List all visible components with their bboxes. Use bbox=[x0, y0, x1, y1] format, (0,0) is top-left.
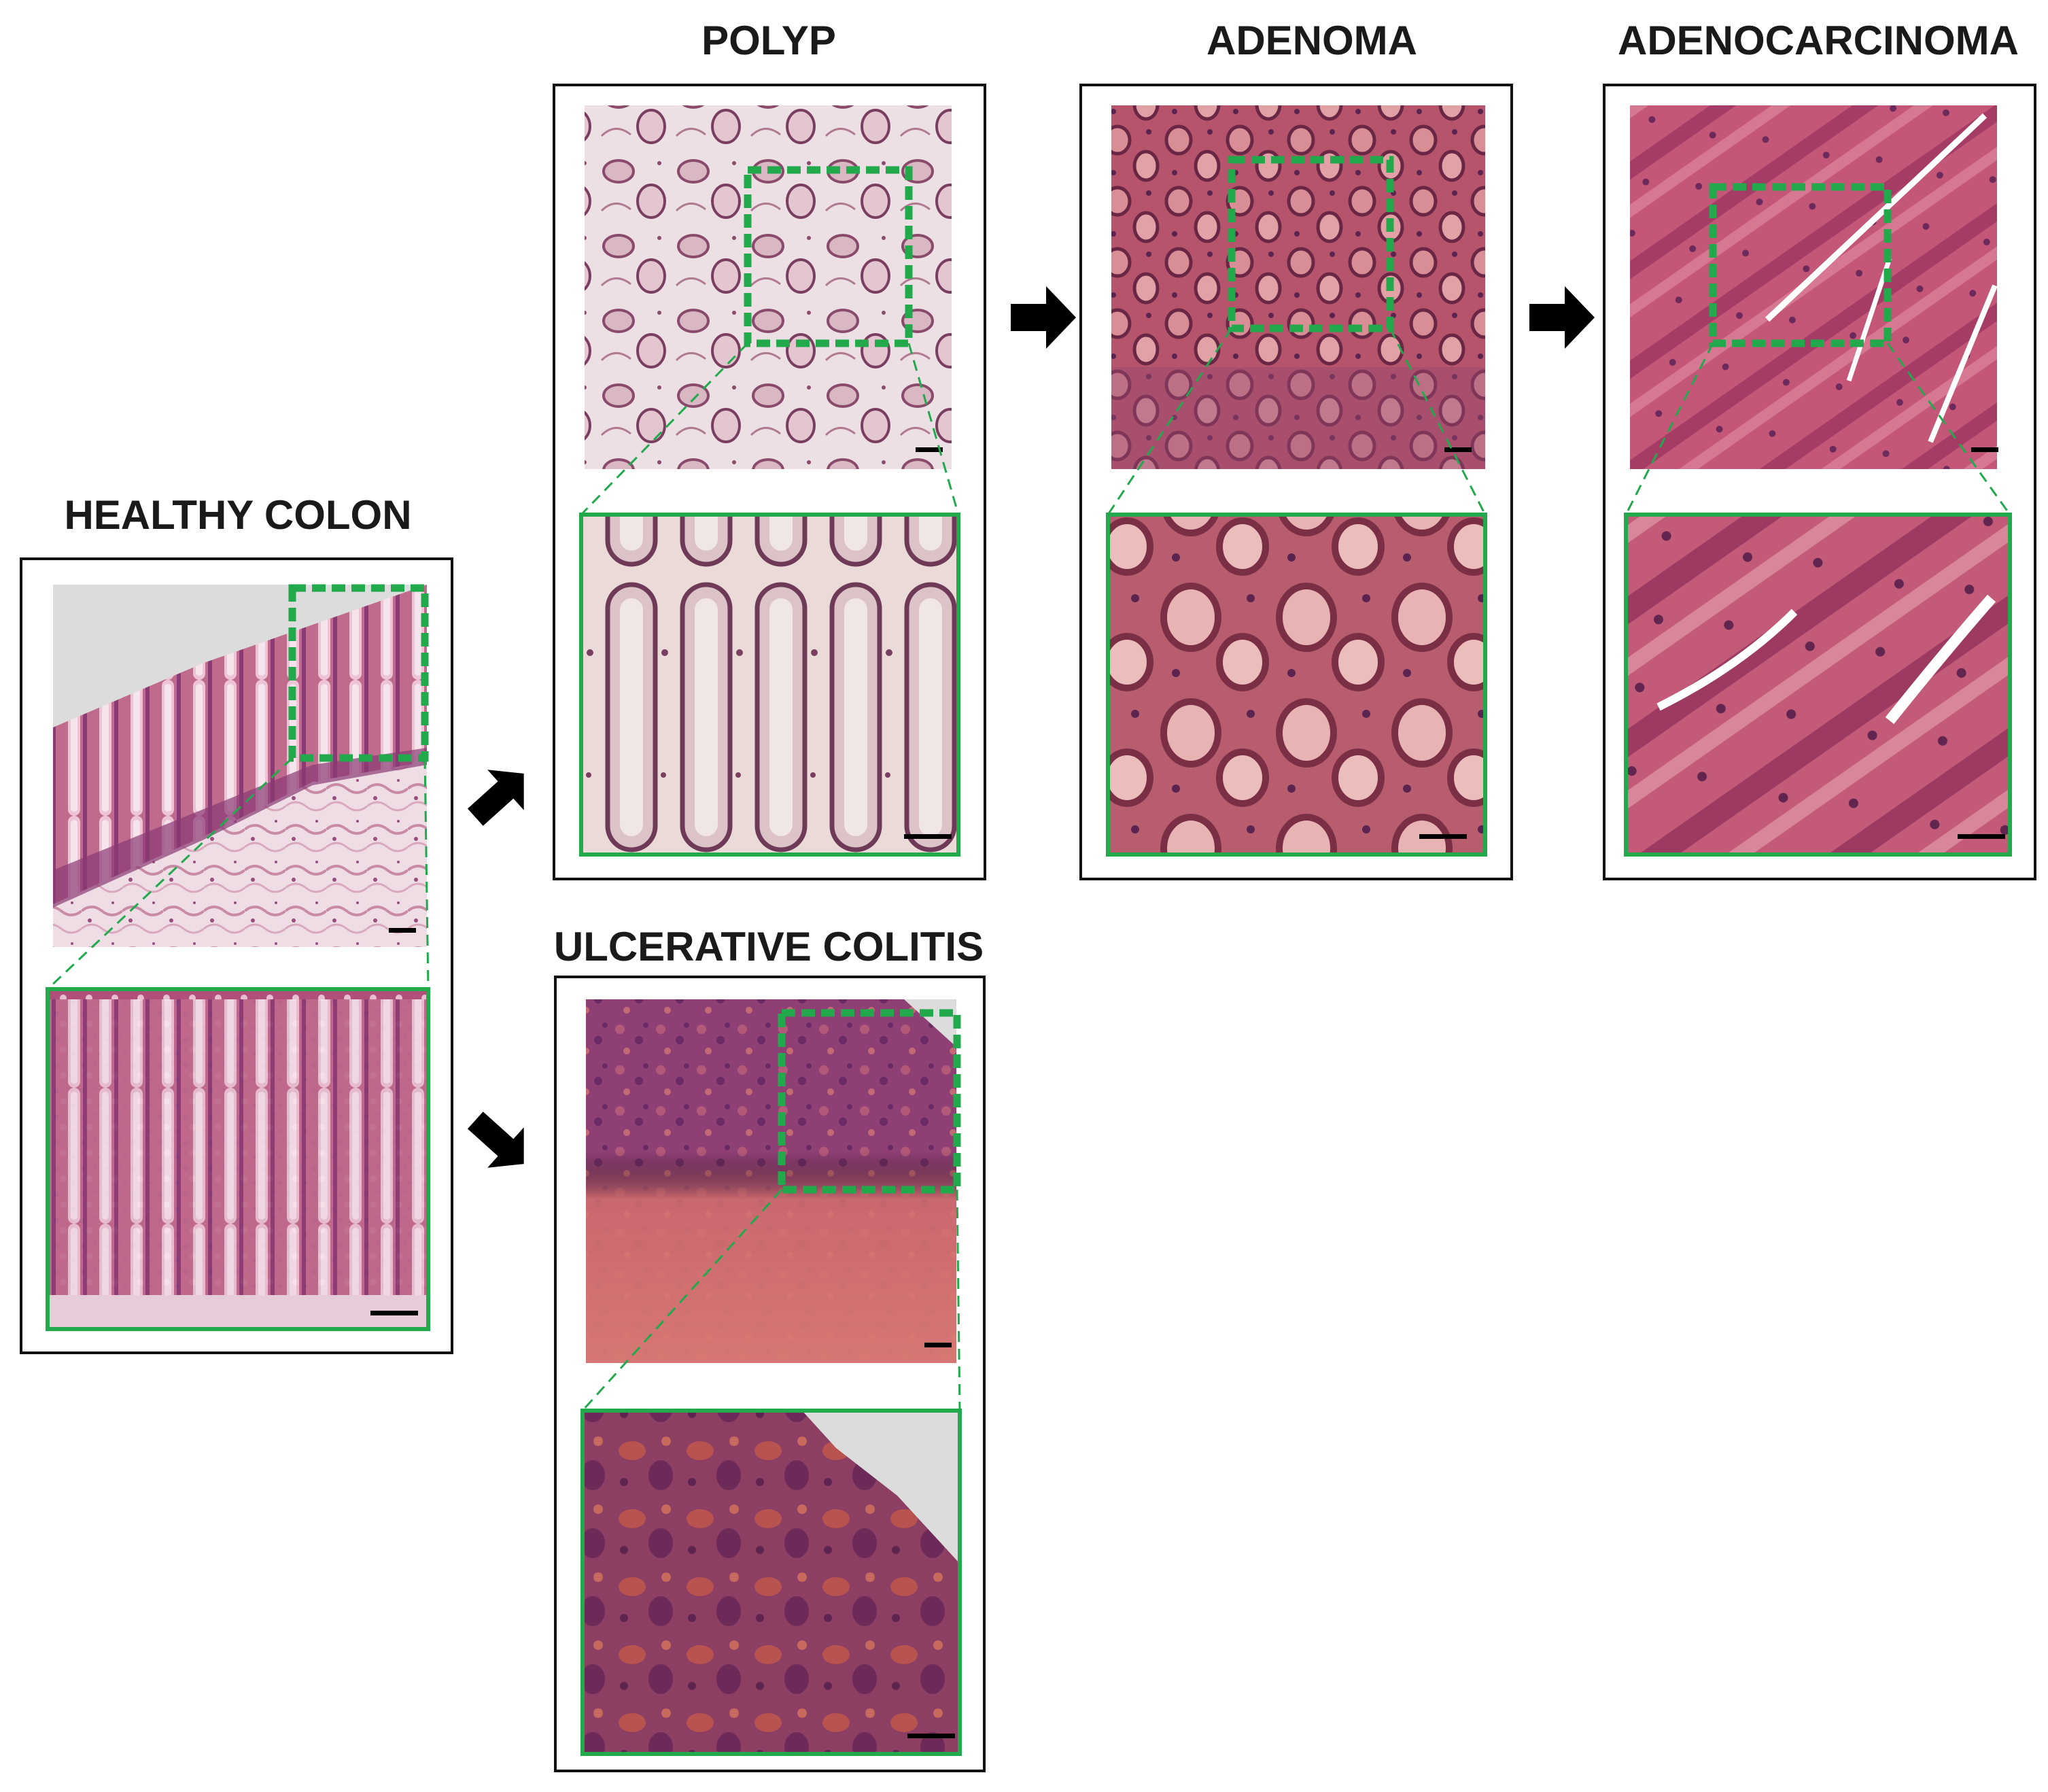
zoom-connector-left bbox=[1107, 328, 1233, 515]
stage-label-polyp: POLYP bbox=[701, 18, 836, 63]
micrograph-zoom bbox=[1626, 515, 2010, 855]
scale-bar bbox=[1971, 447, 1998, 452]
zoom-connector-right bbox=[423, 757, 430, 990]
micrograph-overview bbox=[586, 999, 956, 1363]
scale-bar bbox=[924, 1343, 952, 1347]
scale-bar bbox=[904, 834, 952, 839]
panel-healthy-colon: HEALTHY COLON bbox=[20, 492, 453, 1354]
zoom-connector-right bbox=[956, 1189, 961, 1411]
scale-bar bbox=[1419, 834, 1467, 839]
scale-bar bbox=[389, 928, 416, 933]
panel-polyp: POLYP bbox=[553, 18, 986, 880]
zoom-region-box bbox=[1228, 156, 1394, 332]
stage-label-healthy-colon: HEALTHY COLON bbox=[64, 492, 411, 538]
zoom-frame bbox=[1624, 513, 2012, 857]
micrograph-zoom bbox=[1108, 515, 1485, 855]
micrograph-overview bbox=[1111, 105, 1485, 469]
scale-bar bbox=[916, 447, 943, 452]
zoom-region-box bbox=[288, 584, 429, 762]
zoom-connector-left bbox=[580, 342, 749, 516]
scale-bar bbox=[370, 1311, 418, 1315]
stage-label-adenocarcinoma: ADENOCARCINOMA bbox=[1618, 18, 2019, 63]
arrow-adenoma-to-adenocarcinoma bbox=[1529, 286, 1595, 349]
stage-label-ulcerative-colitis: ULCERATIVE COLITIS bbox=[554, 924, 984, 969]
panel-ulcerative-colitis: ULCERATIVE COLITIS bbox=[554, 924, 986, 1772]
zoom-frame bbox=[46, 987, 430, 1331]
scale-bar bbox=[1958, 834, 2005, 839]
micrograph-overview bbox=[53, 585, 427, 947]
arrow-healthy-to-colitis bbox=[467, 1112, 524, 1168]
stage-label-adenoma: ADENOMA bbox=[1207, 18, 1417, 63]
zoom-connector-right bbox=[907, 343, 960, 515]
micrograph-overview bbox=[585, 105, 952, 469]
arrow-healthy-to-polyp bbox=[467, 770, 524, 826]
micrograph-zoom bbox=[581, 515, 958, 855]
zoom-region-box bbox=[1709, 183, 1892, 347]
panel-adenocarcinoma: ADENOCARCINOMA bbox=[1603, 18, 2036, 880]
micrograph-zoom bbox=[583, 1411, 960, 1754]
zoom-frame bbox=[579, 513, 960, 857]
micrograph-zoom bbox=[48, 989, 428, 1329]
scale-bar bbox=[1444, 447, 1472, 452]
zoom-frame bbox=[580, 1409, 962, 1756]
transition-arrows bbox=[467, 286, 1595, 1168]
zoom-region-box bbox=[778, 1009, 961, 1194]
zoom-region-box bbox=[744, 166, 913, 347]
zoom-frame bbox=[1106, 513, 1487, 857]
zoom-connector-left bbox=[581, 1188, 783, 1412]
micrograph-overview bbox=[1630, 105, 1997, 469]
zoom-connector-left bbox=[46, 757, 294, 990]
scale-bar bbox=[907, 1734, 955, 1738]
panel-adenoma: ADENOMA bbox=[1079, 18, 1513, 880]
zoom-connector-left bbox=[1625, 343, 1714, 515]
arrow-polyp-to-adenoma bbox=[1011, 286, 1076, 349]
